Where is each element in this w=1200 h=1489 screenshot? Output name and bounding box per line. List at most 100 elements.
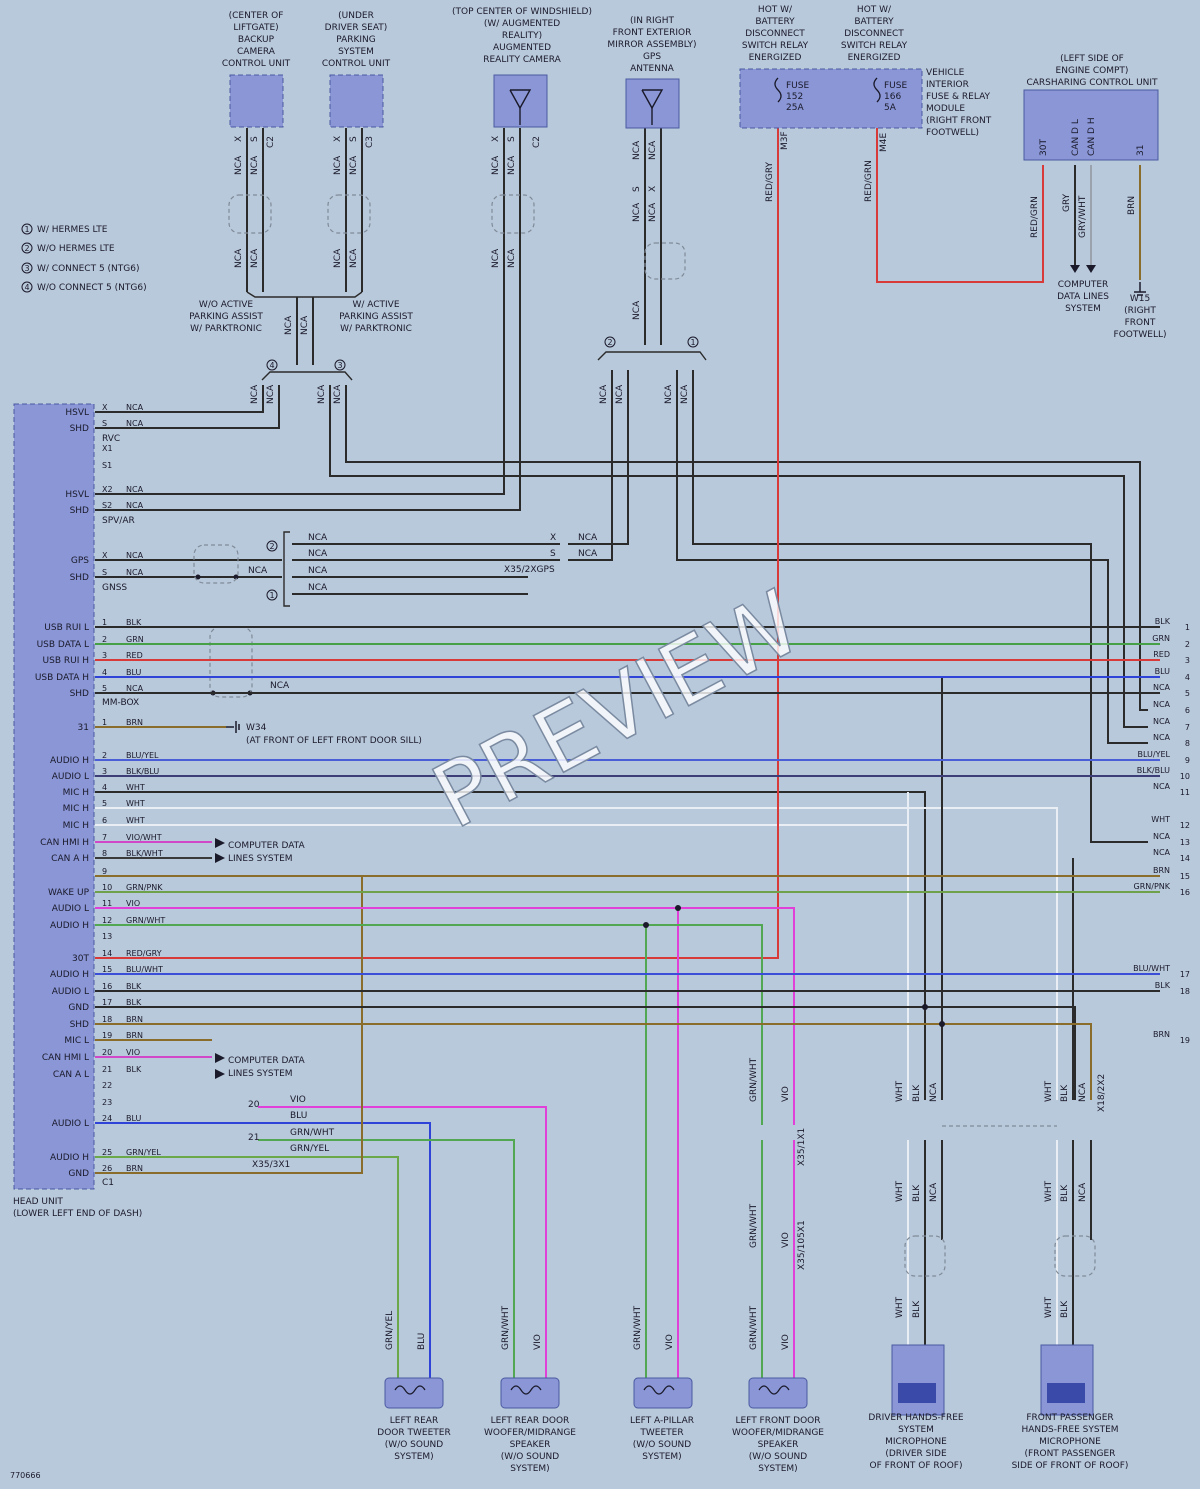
svg-text:SWITCH RELAY: SWITCH RELAY [742, 41, 809, 51]
head-pin-wire: BLU [126, 1114, 142, 1123]
svg-text:S: S [250, 136, 260, 142]
svg-text:X: X [333, 136, 343, 142]
svg-text:S: S [507, 136, 517, 142]
head-pin-function: GND [68, 1003, 89, 1013]
parking-system-label: (UNDER DRIVER SEAT) PARKING SYSTEM CONTR… [322, 11, 391, 69]
svg-text:BACKUP: BACKUP [238, 35, 275, 45]
svg-text:X18/2X2: X18/2X2 [1097, 1074, 1107, 1112]
svg-text:SYSTEM): SYSTEM) [394, 1452, 433, 1462]
head-pin-number: 24 [102, 1114, 112, 1123]
svg-text:WHT: WHT [1044, 1180, 1054, 1202]
svg-text:X: X [491, 136, 501, 142]
fuse-icon [873, 77, 881, 103]
right-pin-number: 10 [1180, 772, 1190, 781]
antenna-icon [509, 89, 664, 125]
svg-text:GPS: GPS [643, 52, 661, 62]
right-pin-number: 4 [1185, 673, 1190, 682]
head-pin-number: 26 [102, 1164, 112, 1173]
head-pin-number: 2 [102, 635, 107, 644]
head-pin-function: USB RUI L [44, 623, 89, 633]
svg-text:FOOTWELL): FOOTWELL) [1114, 330, 1167, 340]
svg-text:(IN RIGHT: (IN RIGHT [630, 16, 674, 26]
svg-text:NCA: NCA [664, 384, 674, 404]
svg-text:BLU: BLU [290, 1111, 307, 1121]
svg-text:VIO: VIO [781, 1334, 791, 1350]
right-pin-number: 16 [1180, 888, 1190, 897]
svg-text:2: 2 [269, 542, 274, 551]
hot-label-2: HOT W/ BATTERY DISCONNECT SWITCH RELAY E… [841, 5, 908, 63]
svg-text:LEFT FRONT DOOR: LEFT FRONT DOOR [735, 1416, 820, 1426]
svg-text:CAMERA: CAMERA [237, 47, 276, 57]
svg-text:NCA: NCA [578, 549, 598, 559]
head-pin-number: 17 [102, 998, 112, 1007]
svg-text:SYSTEM: SYSTEM [1065, 304, 1101, 314]
head-connector-names: RVC SPV/AR GNSS MM-BOX C1 [102, 434, 139, 1188]
svg-text:(RIGHT: (RIGHT [1124, 306, 1156, 316]
svg-text:C2: C2 [266, 136, 276, 148]
head-pin-wire: NCA [126, 568, 144, 577]
parking-option-labels: W/O ACTIVE PARKING ASSIST W/ PARKTRONIC … [189, 300, 413, 334]
svg-text:HANDS-FREE SYSTEM: HANDS-FREE SYSTEM [1021, 1425, 1118, 1435]
svg-text:GRN/WHT: GRN/WHT [749, 1057, 759, 1102]
svg-text:21: 21 [248, 1133, 259, 1143]
svg-text:S: S [550, 549, 556, 559]
head-pin-function: AUDIO H [50, 921, 89, 931]
head-pin-wire: RED [126, 651, 143, 660]
svg-text:WOOFER/MIDRANGE: WOOFER/MIDRANGE [732, 1428, 824, 1438]
right-pin-number: 9 [1185, 756, 1190, 765]
head-pin-wire: BLK/WHT [126, 849, 163, 858]
svg-text:RVC: RVC [102, 434, 120, 444]
svg-text:4: 4 [24, 283, 29, 292]
svg-text:(W/O SOUND: (W/O SOUND [749, 1452, 808, 1462]
gps-connector-labels: NCA NCA NCA NCA NCA X S NCA NCA X35/2XGP… [248, 533, 598, 691]
head-unit-label: HEAD UNIT (LOWER LEFT END OF DASH) [13, 1197, 142, 1219]
right-pin-number: 17 [1180, 970, 1190, 979]
svg-text:LEFT REAR DOOR: LEFT REAR DOOR [491, 1416, 570, 1426]
svg-text:X: X [648, 186, 658, 192]
svg-text:SYSTEM): SYSTEM) [642, 1452, 681, 1462]
head-pin-wire: BLU [126, 668, 142, 677]
right-pin-number: 7 [1185, 723, 1190, 732]
head-pin-number: S [102, 568, 107, 577]
right-pin-wire: BLU [1155, 667, 1171, 676]
head-pin-number: 22 [102, 1081, 112, 1090]
diagram-id: 770666 [10, 1471, 41, 1480]
component-boxes [13, 68, 1159, 1416]
head-pin-function: 31 [78, 723, 89, 733]
svg-text:NCA: NCA [250, 248, 260, 268]
head-pin-number: X2 [102, 485, 113, 494]
svg-text:BLK: BLK [1060, 1300, 1070, 1318]
svg-text:NCA: NCA [632, 202, 642, 222]
svg-text:FRONT PASSENGER: FRONT PASSENGER [1026, 1413, 1113, 1423]
head-pin-wire: BRN [126, 1031, 143, 1040]
svg-text:LEFT REAR: LEFT REAR [390, 1416, 438, 1426]
svg-text:(W/O SOUND: (W/O SOUND [633, 1440, 692, 1450]
right-pin-number: 12 [1180, 821, 1190, 830]
ground-w34-label: W34 (AT FRONT OF LEFT FRONT DOOR SILL) [246, 723, 422, 746]
head-pin-function: HSVL [65, 490, 89, 500]
head-pin-number: 14 [102, 949, 112, 958]
svg-text:ENERGIZED: ENERGIZED [749, 53, 802, 63]
svg-text:NCA: NCA [317, 384, 327, 404]
right-pin-wire: BLK/BLU [1137, 766, 1170, 775]
right-pin-wire: GRN [1152, 634, 1170, 643]
svg-text:(FRONT PASSENGER: (FRONT PASSENGER [1025, 1449, 1116, 1459]
right-connector-pin: BLU 4 [1155, 667, 1190, 682]
svg-text:NCA: NCA [270, 681, 290, 691]
head-pin-number: 19 [102, 1031, 112, 1040]
svg-text:30T: 30T [1039, 139, 1049, 156]
svg-text:2: 2 [607, 338, 612, 347]
svg-text:W34: W34 [246, 723, 267, 733]
